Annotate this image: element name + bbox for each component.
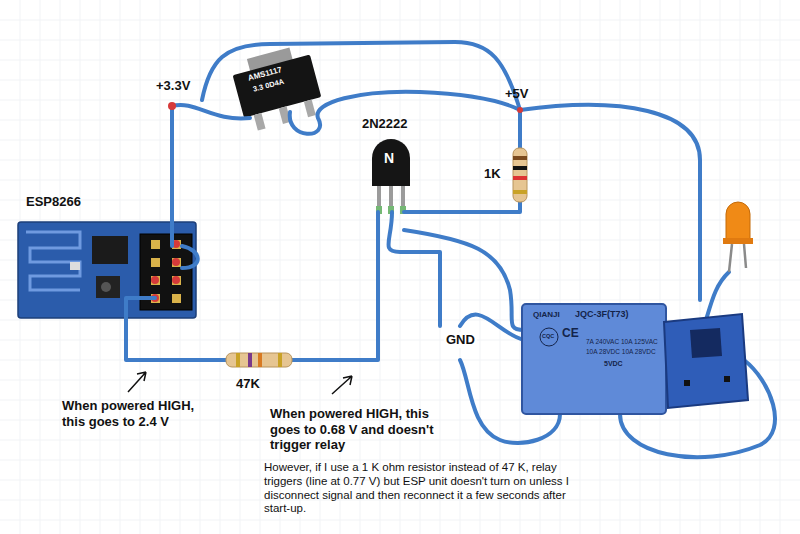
relay-front-part [540, 328, 558, 346]
wire-part [518, 110, 522, 148]
relay-marking: 5VDC [604, 360, 623, 368]
esp8266-module-part [18, 222, 196, 318]
annotation-note: However, if I use a 1 K ohm resistor ins… [264, 461, 582, 516]
esp8266-module [18, 222, 196, 318]
esp8266-module-part-part [172, 258, 180, 266]
part-name: ESP8266 [26, 194, 81, 210]
led-symbol-part [723, 238, 753, 244]
resistor-symbol-part [513, 156, 527, 160]
wire-part [706, 272, 729, 320]
annotation-note: When powered HIGH, this goes to 2.4 V [62, 398, 212, 429]
wire-part [182, 246, 198, 268]
esp8266-module-part-part [172, 294, 181, 303]
relay-marking: CE [562, 326, 579, 340]
esp8266-module-part [96, 276, 120, 298]
esp8266-module-part [151, 240, 181, 303]
relay-marking: QIANJI [533, 310, 560, 320]
resistor-symbol-part [248, 353, 252, 367]
esp8266-module-part-part [172, 258, 181, 267]
relay-back-part [724, 376, 730, 382]
voltage-label: +3.3V [156, 78, 190, 94]
esp8266-module-part-part [172, 276, 181, 285]
resistor-value: 1K [482, 166, 503, 182]
relay-marking: 10A 28VDC 10A 28VDC [586, 348, 656, 356]
relay-marking: CQC [542, 333, 554, 340]
relay-front-part [522, 304, 666, 414]
wire-part [292, 212, 378, 360]
ground-label: GND [444, 332, 477, 348]
resistor-value: 47K [236, 376, 260, 392]
wire-part [404, 202, 520, 212]
resistor-symbol-part [513, 148, 527, 202]
voltage-regulator-part [304, 100, 316, 118]
resistor-symbol-part [278, 353, 282, 367]
esp8266-module-part-part [172, 276, 180, 284]
esp8266-module-part-part [151, 276, 159, 284]
wire-part [388, 212, 440, 326]
esp8266-module-part [70, 262, 80, 270]
junction-dot [168, 102, 176, 110]
annotation-arrow-part [332, 376, 352, 394]
junction-dot [517, 107, 523, 113]
wire-part [126, 298, 226, 360]
relay-back [664, 314, 748, 408]
wire-part [202, 42, 520, 110]
annotation-arrow [128, 372, 352, 394]
wire-part [172, 105, 250, 119]
part-marking: N [384, 150, 394, 167]
voltage-regulator-part [233, 55, 322, 118]
resistor-symbol-part [513, 190, 527, 194]
voltage-regulator-part [254, 113, 266, 131]
relay-front [522, 304, 666, 414]
led-symbol-part [729, 244, 746, 272]
esp8266-module-part [26, 232, 80, 290]
resistor-symbol-part [258, 353, 262, 367]
relay-back-part [684, 380, 690, 386]
wire-part [520, 105, 700, 300]
voltage-label: +5V [505, 86, 529, 102]
led-symbol-part [726, 202, 750, 240]
annotation-arrow-part [128, 372, 146, 392]
wire-part [404, 230, 524, 330]
resistor-symbol-part [513, 176, 527, 180]
wire-part [170, 106, 174, 246]
relay-back-part [690, 328, 722, 358]
esp8266-module-part-part [151, 258, 160, 267]
resistor-symbol [226, 353, 292, 367]
esp8266-module-part-part [151, 276, 160, 285]
relay-marking: JQC-3F(T73) [575, 309, 629, 320]
esp8266-module-part-part [151, 240, 160, 249]
transistor-symbol-part [372, 139, 410, 186]
relay-marking: 7A 240VAC 10A 125VAC [586, 338, 658, 346]
esp8266-module-part [151, 240, 180, 302]
resistor-symbol-part [226, 353, 292, 367]
transistor-symbol [372, 139, 410, 214]
wire-part [290, 92, 520, 134]
resistor-symbol-part [236, 353, 240, 367]
esp8266-module-part [101, 282, 111, 292]
led-symbol [723, 202, 753, 272]
esp8266-module-part [92, 236, 128, 264]
resistor-symbol-part [513, 166, 527, 170]
annotation-note: When powered HIGH, this goes to 0.68 V a… [270, 406, 458, 453]
part-name: 2N2222 [362, 116, 408, 132]
resistor-symbol [513, 148, 527, 202]
relay-back-part [664, 314, 748, 408]
wire [126, 42, 775, 457]
